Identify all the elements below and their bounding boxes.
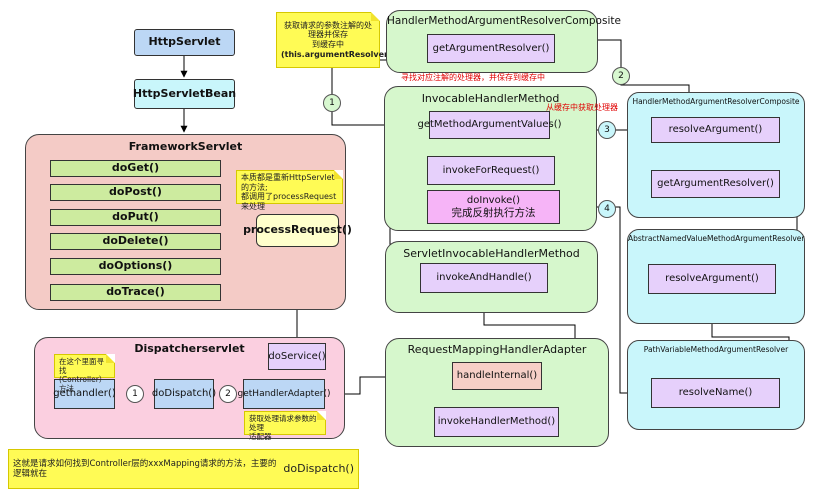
dispatcher-servlet-title: Dispatcherservlet [134,342,245,355]
from-cache-label: 从缓存中获取处理器 [546,103,618,112]
process-request-note-line2: 都调用了processRequest来处理 [241,192,337,211]
arg-resolver-composite-top-title: HandlerMethodArgumentResolverComposite [387,15,621,27]
invoke-and-handle-node: invokeAndHandle() [420,263,548,293]
gethandler-note-line2: (Controller）方法 [59,375,107,393]
get-argument-resolver-top-node: getArgumentResolver() [427,34,555,63]
adapter-note: 获取处理请求参数的处理 适配器 [244,411,326,441]
adapter-note-line2: 适配器 [249,432,272,441]
resolve-argument-abstract-node: resolveArgument() [648,264,776,294]
do-invoke-node: doInvoke() 完成反射执行方法 [427,190,560,224]
http-servlet-bean-node: HttpServletBean [133,79,236,109]
cache-note-line2: 到缓存中 [312,40,344,49]
method-do-options: doOptions() [50,258,221,275]
get-method-argument-values-node: getMethodArgumentValues() [418,111,562,139]
framework-servlet-title: FrameworkServlet [128,140,243,153]
get-argument-resolver-right-node: getArgumentResolver() [651,170,780,198]
path-variable-resolver-title: PathVariableMethodArgumentResolver [643,345,789,354]
handle-internal-node: handleInternal() [452,362,542,390]
do-invoke-line2: 完成反射执行方法 [451,206,536,219]
footer-note-text: 这就是请求如何找到Controller层的xxxMapping请求的方法，主要的… [13,458,277,479]
do-dispatch-node: doDispatch() [152,379,216,409]
invoke-for-request-node: invokeForRequest() [427,156,555,185]
gethandler-node: gethandler() [53,379,116,409]
gethandler-note: 在这个里面寻找 (Controller）方法 [54,354,115,393]
cache-note: 获取请求的参数注解的处理器并保存 到缓存中 (this.argumentReso… [276,12,419,68]
step-circle-2-dispatch: 2 [219,385,237,403]
invocable-handler-method-title: InvocableHandlerMethod [421,92,560,105]
servlet-invocable-handler-method-title: ServletInvocableHandlerMethod [403,247,580,260]
process-request-note: 本质都是重新HttpServlet的方法; 都调用了processRequest… [236,170,343,211]
footer-note-emph: doDispatch() [283,462,354,476]
step-circle-4: 4 [598,200,616,218]
step-circle-1-dispatch: 1 [126,385,144,403]
method-do-trace: doTrace() [50,284,221,301]
step-circle-2: 2 [612,67,630,85]
abstract-named-value-resolver-title: AbstractNamedValueMethodArgumentResolver [628,234,805,243]
cache-note-line1: 获取请求的参数注解的处理器并保存 [284,20,372,40]
gethandler-note-line1: 在这个里面寻找 [59,357,104,375]
process-request-note-line1: 本质都是重新HttpServlet的方法; [241,173,335,192]
cache-note-line3: (this.argumentResolverCache) [281,49,419,59]
method-do-post: doPost() [50,184,221,201]
do-service-node: doService() [268,343,326,370]
find-and-cache-label: 寻找对应注解的处理器，并保存到缓存中 [401,73,545,82]
invoke-handler-method-node: invokeHandlerMethod() [434,407,559,437]
http-servlet-node: HttpServlet [134,29,235,56]
get-handler-adapter-node: getHandlerAdapter() [238,379,330,409]
arg-resolver-composite-right-container: HandlerMethodArgumentResolverComposite [627,92,805,218]
step-circle-3: 3 [598,121,616,139]
process-request-node: processRequest() [243,214,352,247]
resolve-argument-right-node: resolveArgument() [651,117,780,143]
footer-note: 这就是请求如何找到Controller层的xxxMapping请求的方法，主要的… [8,449,359,489]
adapter-note-line1: 获取处理请求参数的处理 [249,414,317,432]
method-do-put: doPut() [50,209,221,226]
resolve-name-node: resolveName() [651,378,780,408]
method-do-delete: doDelete() [50,233,221,250]
step-circle-1: 1 [323,94,341,112]
arg-resolver-composite-right-title: HandlerMethodArgumentResolverComposite [632,97,800,106]
do-invoke-line1: doInvoke() [466,195,521,207]
request-mapping-handler-adapter-title: RequestMappingHandlerAdapter [407,343,587,356]
method-do-get: doGet() [50,160,221,177]
